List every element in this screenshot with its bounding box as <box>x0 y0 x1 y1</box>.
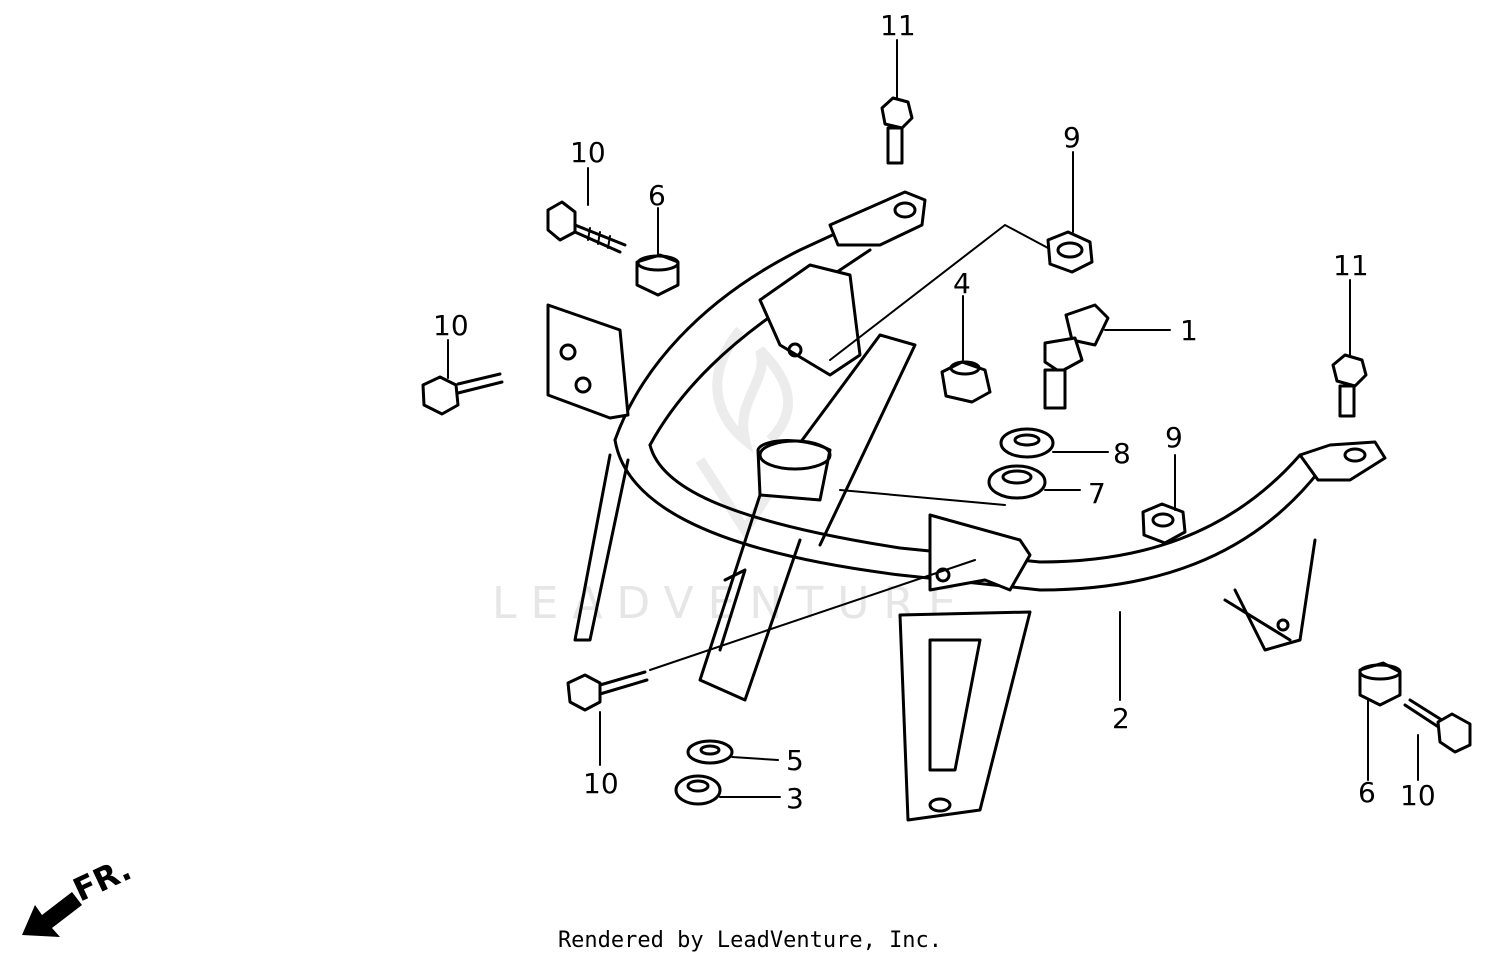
callout-3: 3 <box>786 782 804 815</box>
watermark-logo <box>695 326 795 540</box>
switch-1 <box>1043 303 1110 410</box>
collar-6-lower <box>1358 661 1402 707</box>
footer-credit: Rendered by LeadVenture, Inc. <box>557 928 943 953</box>
collar-6-upper <box>635 253 680 297</box>
callout-11-top: 11 <box>880 9 916 42</box>
leader-lines <box>447 39 1419 798</box>
callout-9-upper: 9 <box>1063 121 1081 154</box>
bolt-10-left <box>421 372 504 416</box>
front-arrow-icon <box>22 892 82 937</box>
callout-10-bottom: 10 <box>583 767 619 800</box>
callouts: 11 10 6 9 10 4 1 11 8 7 9 2 5 3 10 6 10 <box>433 9 1436 815</box>
washer-5 <box>686 739 734 765</box>
nut-9-upper <box>1046 230 1094 274</box>
grommet-7 <box>987 464 1047 500</box>
callout-9-lower: 9 <box>1165 421 1183 454</box>
nut-3 <box>674 774 722 806</box>
cap-nut-4 <box>940 360 992 404</box>
front-direction-indicator: FR. <box>22 850 137 937</box>
bolt-10-left-upper <box>546 200 627 254</box>
bolt-10-bottom <box>566 670 649 712</box>
callout-8: 8 <box>1113 437 1131 470</box>
bolt-10-right <box>1403 698 1472 754</box>
callout-1: 1 <box>1180 314 1198 347</box>
callout-5: 5 <box>786 744 804 777</box>
callout-4: 4 <box>953 267 971 300</box>
callout-6-lower: 6 <box>1358 776 1376 809</box>
front-frame-part-2 <box>546 190 1387 822</box>
bolt-11-top <box>880 96 914 165</box>
callout-10-left: 10 <box>433 309 469 342</box>
bolt-11-right <box>1331 353 1368 418</box>
callout-6-upper: 6 <box>648 179 666 212</box>
washer-8 <box>999 427 1055 459</box>
nut-9-lower <box>1141 502 1187 545</box>
callout-11-right: 11 <box>1333 249 1369 282</box>
callout-10-right: 10 <box>1400 779 1436 812</box>
callout-2: 2 <box>1112 702 1130 735</box>
callout-7: 7 <box>1088 477 1106 510</box>
callout-10-upper-left: 10 <box>570 136 606 169</box>
